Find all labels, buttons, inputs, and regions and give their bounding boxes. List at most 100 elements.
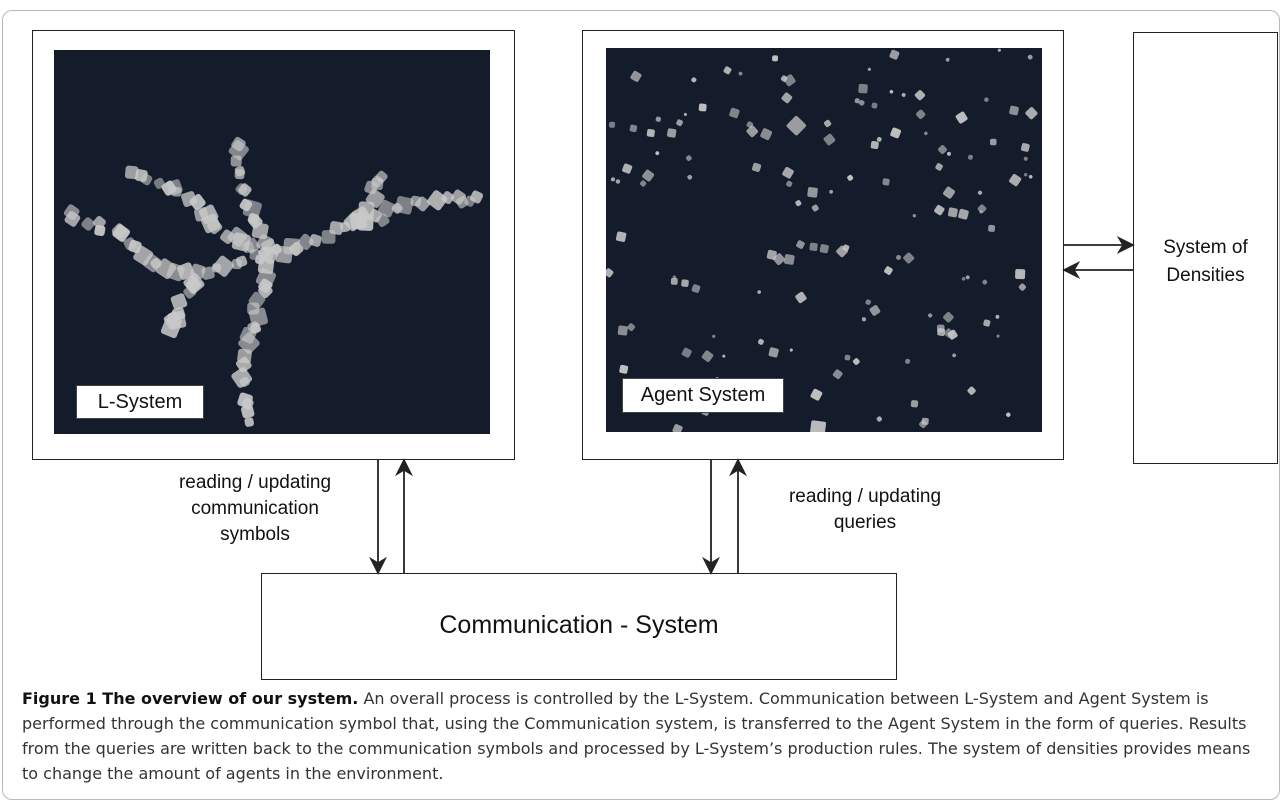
agent-particle bbox=[858, 100, 865, 106]
agent-particle bbox=[629, 124, 638, 133]
lsystem-bead bbox=[212, 255, 235, 277]
lsystem-bead bbox=[81, 217, 95, 231]
lsystem-bead bbox=[64, 211, 81, 227]
lsystem-bead bbox=[230, 155, 242, 167]
lsystem-bead bbox=[297, 233, 314, 251]
agent-particle bbox=[646, 128, 655, 138]
lsystem-bead bbox=[238, 332, 260, 354]
lsystem-bead bbox=[177, 262, 195, 280]
agent-particle bbox=[988, 224, 996, 232]
agent-particle bbox=[977, 190, 983, 195]
agent-particle bbox=[983, 319, 991, 327]
lsystem-bead bbox=[242, 199, 262, 219]
agent-particle bbox=[861, 317, 867, 322]
agent-particle bbox=[772, 55, 779, 62]
agent-particle bbox=[829, 189, 834, 194]
caption-body: An overall process is controlled by the … bbox=[22, 689, 1251, 783]
agent-particle bbox=[936, 324, 945, 333]
agent-particle bbox=[889, 49, 900, 60]
lsystem-bead bbox=[140, 173, 153, 186]
agent-particle bbox=[655, 151, 660, 156]
agent-particle bbox=[722, 354, 726, 358]
agent-particle bbox=[876, 416, 882, 422]
agent-particle bbox=[698, 103, 707, 112]
agent-particle bbox=[640, 180, 647, 187]
agent-particle bbox=[685, 155, 692, 161]
agent-particle bbox=[610, 177, 616, 182]
agent-particle bbox=[1006, 412, 1011, 417]
agent-particle bbox=[912, 213, 917, 218]
agent-particle bbox=[795, 291, 807, 304]
agent-particle bbox=[676, 119, 683, 127]
agent-particle bbox=[670, 277, 678, 285]
agent-particle bbox=[928, 313, 933, 318]
agent-particle bbox=[615, 179, 621, 184]
lsystem-bead bbox=[228, 140, 249, 161]
left-arrow-text: reading / updating communication symbols bbox=[178, 472, 332, 545]
agent-particle bbox=[746, 125, 759, 138]
agent-particle bbox=[1009, 173, 1022, 187]
agent-particle bbox=[947, 207, 958, 218]
agent-particle bbox=[943, 186, 956, 199]
lsystem-bead bbox=[170, 293, 188, 310]
agent-particle bbox=[811, 204, 819, 212]
agent-particle bbox=[757, 290, 761, 294]
lsystem-bead bbox=[309, 234, 322, 247]
lsystem-bead bbox=[358, 201, 375, 218]
agent-particle bbox=[905, 358, 911, 364]
agent-particle bbox=[627, 323, 636, 332]
agent-particle bbox=[796, 240, 805, 249]
agent-particle bbox=[784, 254, 795, 265]
lsystem-bead bbox=[329, 221, 344, 235]
agent-particle bbox=[809, 242, 818, 252]
agent-particle bbox=[615, 231, 627, 242]
agent-particle bbox=[946, 151, 951, 156]
agent-particle bbox=[781, 92, 793, 104]
agent-particle bbox=[622, 163, 633, 174]
agent-particle bbox=[944, 328, 954, 338]
lsystem-bead bbox=[427, 190, 448, 211]
agent-particle bbox=[996, 334, 1000, 338]
agent-particle bbox=[642, 169, 655, 182]
agent-particle bbox=[1023, 156, 1028, 161]
lsystem-bead bbox=[124, 165, 139, 180]
agent-particle bbox=[823, 119, 832, 128]
agent-particle bbox=[958, 208, 969, 220]
agent-particle bbox=[903, 252, 915, 264]
lsystem-bead bbox=[171, 186, 182, 197]
agent-particle bbox=[606, 268, 614, 278]
agent-label: Agent System bbox=[622, 378, 784, 413]
agent-particle bbox=[997, 48, 1001, 52]
agent-particle bbox=[667, 128, 677, 138]
agent-particle bbox=[882, 178, 890, 186]
lsystem-bead bbox=[244, 417, 254, 427]
agent-particle bbox=[782, 166, 794, 179]
caption-title: Figure 1 The overview of our system. bbox=[22, 689, 359, 708]
lsystem-bead bbox=[112, 224, 131, 242]
agent-particle bbox=[723, 66, 732, 75]
agent-particle bbox=[819, 244, 829, 254]
agent-particle bbox=[935, 163, 943, 171]
agent-particle bbox=[852, 358, 860, 365]
agent-particle bbox=[965, 275, 970, 280]
agent-particle bbox=[768, 347, 779, 358]
agent-particle bbox=[896, 255, 901, 260]
lsystem-bead bbox=[241, 404, 255, 419]
agent-particle bbox=[847, 174, 854, 181]
agent-particle bbox=[967, 154, 974, 160]
lsystem-bead bbox=[238, 183, 252, 197]
agent-particle bbox=[910, 400, 919, 408]
lsystem-bead bbox=[235, 255, 248, 268]
lsystem-bead bbox=[375, 170, 388, 183]
agent-particle bbox=[945, 57, 950, 62]
agent-particle bbox=[961, 277, 966, 281]
lsystem-bead bbox=[239, 376, 250, 388]
agent-particle bbox=[884, 266, 893, 275]
agent-particle bbox=[921, 417, 929, 425]
agent-particle bbox=[786, 115, 807, 136]
agent-particle bbox=[870, 140, 879, 150]
communication-label: Communication - System bbox=[439, 611, 719, 639]
agent-particle bbox=[691, 284, 701, 293]
agent-particles bbox=[606, 48, 1038, 432]
lsystem-bead bbox=[395, 196, 414, 215]
